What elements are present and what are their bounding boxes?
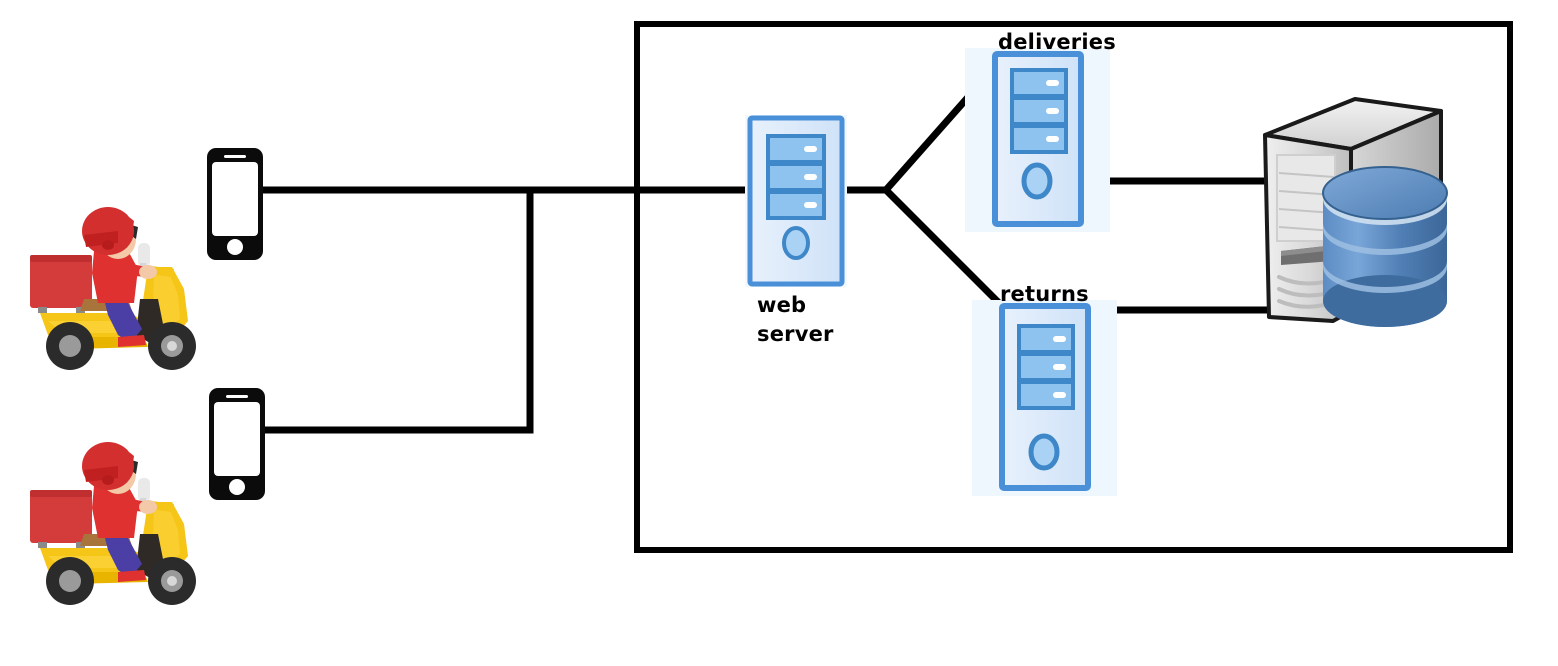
- bay-led: [1053, 392, 1066, 398]
- rider-torso: [92, 482, 138, 538]
- power-button-icon[interactable]: [1028, 433, 1060, 471]
- delivery-box: [30, 255, 92, 308]
- rider-shoe: [118, 335, 146, 347]
- label-web-server-line1: web: [757, 293, 807, 317]
- rider-shoe: [118, 570, 146, 582]
- label-deliveries: deliveries: [998, 30, 1116, 54]
- phone-speaker: [224, 155, 246, 158]
- conn-phone-bottom-riser: [263, 190, 534, 434]
- courier-scooter-bottom: [30, 442, 196, 605]
- rider-hand: [139, 265, 157, 279]
- label-web-server-line2: server: [757, 322, 834, 346]
- phone-home-button: [227, 239, 243, 255]
- database-server[interactable]: [1263, 97, 1448, 327]
- web-server[interactable]: [745, 115, 847, 287]
- database-top-disc: [1323, 167, 1447, 219]
- bay-led: [1046, 80, 1059, 86]
- database-cylinder-icon: [1322, 166, 1448, 327]
- server-drive-bays: [1010, 68, 1068, 154]
- mirror: [138, 243, 150, 267]
- bay-led: [1046, 108, 1059, 114]
- bay-led: [804, 202, 817, 208]
- label-returns: returns: [1000, 282, 1089, 306]
- phone-home-button: [229, 479, 245, 495]
- bay-led: [804, 146, 817, 152]
- mirror: [138, 478, 150, 502]
- conn-webserver-fork-returns: [883, 187, 1010, 314]
- courier-scooter-top: [30, 207, 196, 370]
- deliveries-server[interactable]: [965, 48, 1110, 232]
- phone-screen: [214, 402, 260, 476]
- power-button-icon[interactable]: [1021, 162, 1053, 200]
- rider-leg: [104, 534, 142, 578]
- rider-torso: [92, 247, 138, 303]
- rider-hand: [139, 500, 157, 514]
- bay-led: [1053, 364, 1066, 370]
- phone-speaker: [226, 395, 248, 398]
- phone-screen: [212, 162, 258, 236]
- bay-led: [804, 174, 817, 180]
- power-button-icon[interactable]: [782, 226, 810, 260]
- bay-led: [1053, 336, 1066, 342]
- server-drive-bays: [766, 134, 826, 220]
- phone-bottom[interactable]: [209, 388, 265, 500]
- rider-leg: [104, 299, 142, 343]
- system-boundary: [634, 21, 1513, 553]
- phone-top[interactable]: [207, 148, 263, 260]
- server-drive-bays: [1017, 324, 1075, 410]
- bay-led: [1046, 136, 1059, 142]
- delivery-box: [30, 490, 92, 543]
- returns-server[interactable]: [972, 300, 1117, 496]
